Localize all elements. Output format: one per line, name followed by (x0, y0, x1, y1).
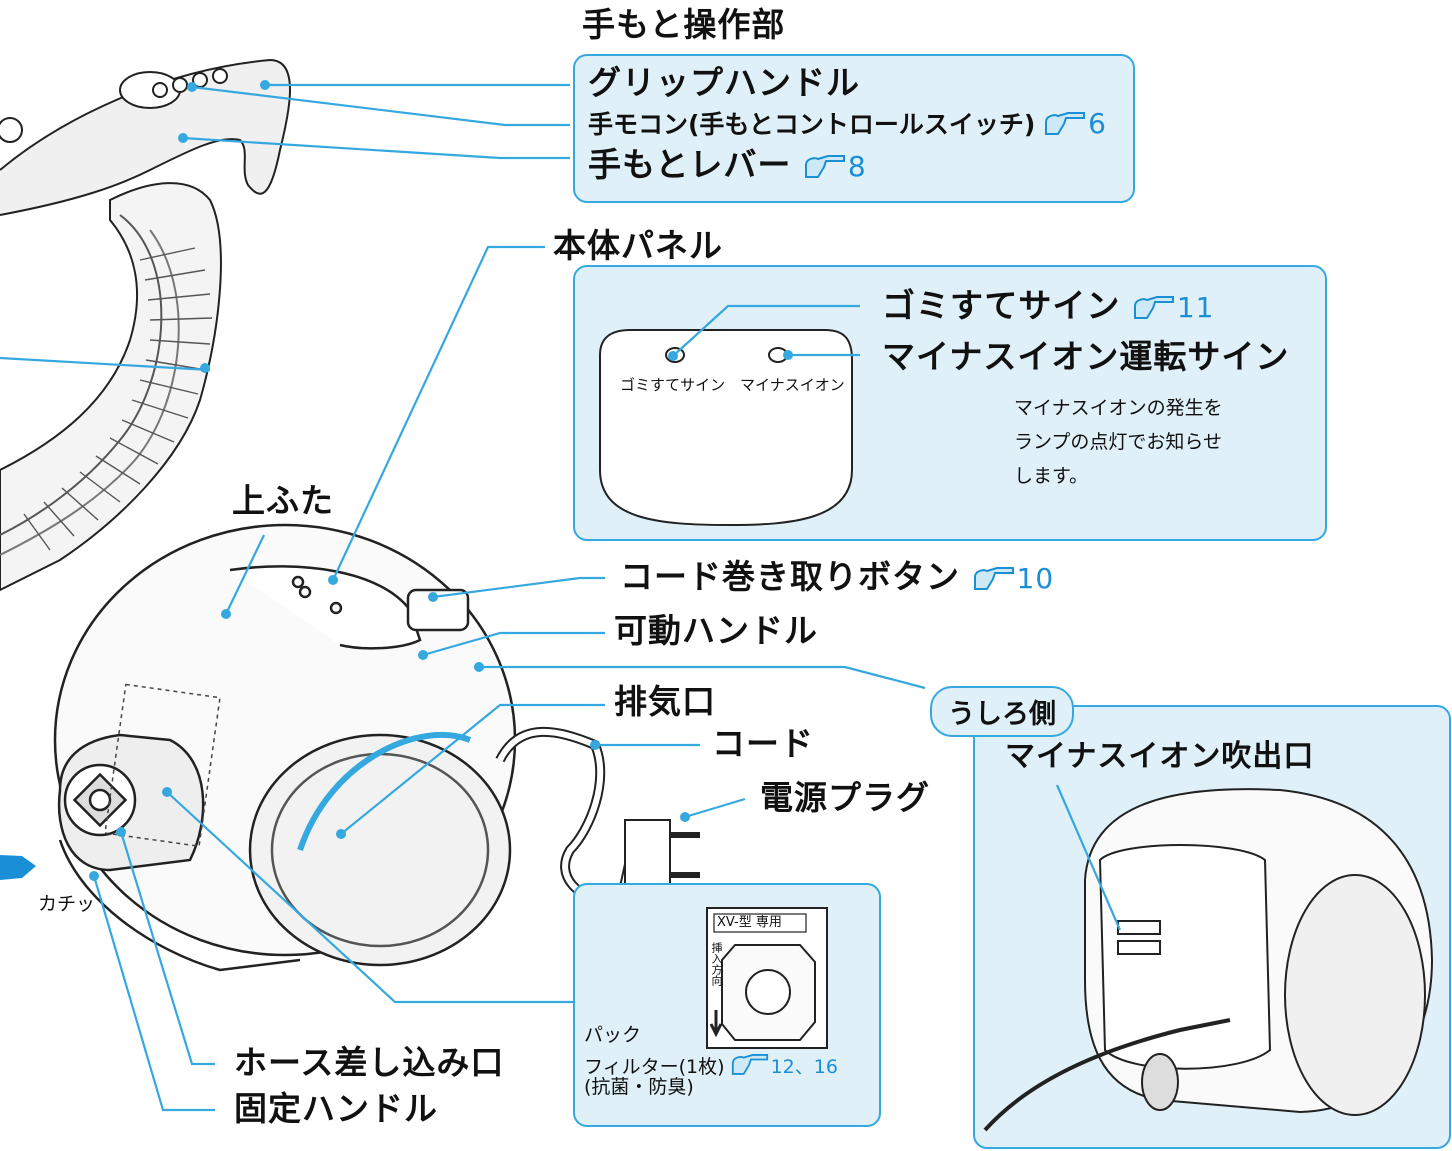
remote-ref-number: 6 (1088, 107, 1106, 140)
rear-badge: うしろ側 (930, 686, 1074, 737)
hose-illustration (0, 58, 291, 592)
filter-label-3: (抗菌・防臭) (584, 1076, 694, 1098)
rear-leader-line (1055, 784, 1122, 931)
exhaust-label: 排気口 (614, 682, 716, 721)
handle-section-title: 手もと操作部 (582, 5, 786, 44)
cord-button-text: コード巻き取りボタン (620, 557, 960, 596)
lever-text: 手もとレバー (588, 145, 792, 184)
cord-label: コード (712, 724, 814, 763)
lever-ref: 8 (804, 145, 867, 184)
movable-handle-label: 可動ハンドル (614, 611, 818, 650)
vacuum-body (53, 523, 517, 972)
hose-inlet-label: ホース差し込み口 (234, 1043, 505, 1082)
panel-shape-front (599, 329, 853, 527)
ion-desc-1: マイナスイオンの発生を (1014, 397, 1223, 419)
filter-pack-text: XV-型 専用 (717, 915, 782, 930)
remote-ref: 6 (1044, 110, 1106, 139)
pointing-hand-icon (1045, 112, 1086, 135)
ion-sign-label: マイナスイオン運転サイン (882, 337, 1290, 376)
cord-button-label: コード巻き取りボタン 10 (620, 560, 1054, 593)
panel-dust-label: ゴミすてサイン (620, 376, 726, 394)
dust-sign-ref-number: 11 (1176, 291, 1215, 324)
ion-desc-2: ランプの点灯でお知らせ (1014, 431, 1223, 453)
dust-sign-text: ゴミすてサイン (882, 286, 1121, 325)
filter-label-1: パック (584, 1024, 642, 1046)
plug-label: 電源プラグ (760, 778, 930, 817)
filter-label-2-text: フィルター(1枚) (584, 1056, 725, 1078)
rear-vacuum-front (983, 788, 1434, 1132)
ion-desc-3: します。 (1014, 465, 1089, 487)
grip-handle-label: グリップハンドル (588, 63, 860, 102)
top-lid-label: 上ふた (232, 481, 334, 520)
click-sound-label: カチッ (38, 893, 96, 915)
filter-pack-front (706, 907, 828, 1049)
pointing-hand-icon (804, 155, 845, 178)
arrow-icon (0, 855, 36, 880)
rear-title: マイナスイオン吹出口 (1005, 739, 1315, 774)
lever-ref-number: 8 (847, 150, 867, 183)
fixed-handle-label: 固定ハンドル (234, 1089, 438, 1128)
filter-label-2: フィルター(1枚) 12、16 (584, 1052, 838, 1077)
grip-buttons (0, 68, 228, 143)
panel-ion-label: マイナスイオン (740, 376, 845, 394)
remote-text: 手モコン(手もとコントロールスイッチ) (588, 110, 1036, 139)
hose-ribs (23, 247, 213, 551)
filter-insert-text: 挿入方向 (710, 942, 723, 986)
cord-button-ref: 10 (973, 557, 1055, 596)
pointing-hand-icon (1133, 296, 1174, 319)
cord-button-ref-number: 10 (1016, 562, 1055, 595)
filter-ref-number: 12、16 (770, 1056, 838, 1078)
pointing-hand-icon (731, 1054, 768, 1075)
handle-info-box (573, 54, 1135, 203)
panel-leader-lines (672, 304, 860, 357)
remote-label: 手モコン(手もとコントロールスイッチ) 6 (588, 110, 1106, 138)
filter-insert-words: 挿入方向 (710, 942, 723, 986)
filter-ref: 12、16 (731, 1054, 838, 1078)
panel-section-title: 本体パネル (553, 226, 723, 265)
dust-sign-label: ゴミすてサイン 11 (882, 289, 1214, 322)
pointing-hand-icon (973, 567, 1014, 590)
lever-label: 手もとレバー 8 (588, 148, 867, 181)
dust-sign-ref: 11 (1133, 286, 1215, 325)
